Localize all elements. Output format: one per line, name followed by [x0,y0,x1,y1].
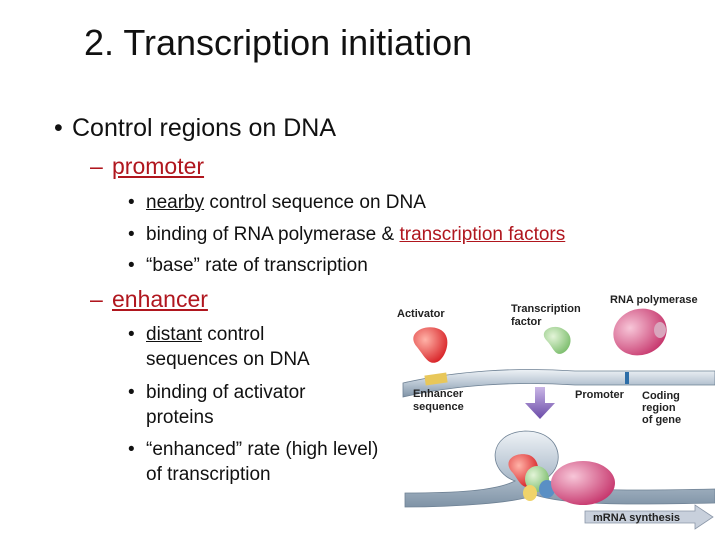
nearby-text: nearby [146,192,205,213]
item-text: binding of RNA polymerase & [146,224,400,245]
rna-polymerase-protein [613,308,667,356]
subheading-enhancer: –enhancer [90,286,208,313]
slide-title: 2. Transcription initiation [84,22,473,63]
tf-label-1: Transcription [511,303,581,315]
bullet-marker: • [128,382,135,403]
item-text: control sequence on DNA [204,192,426,213]
polymerase-lobe [654,322,666,338]
bullet-marker: • [128,192,135,213]
item-text: binding of activator [146,382,306,403]
item-text-cont: sequences on DNA [146,349,310,370]
item-text: control [201,324,265,345]
coding-label-1: Coding [642,390,680,402]
enhancer-label[interactable]: enhancer [112,286,208,312]
dash-marker: – [90,286,103,312]
promoter-label-fig: Promoter [575,389,625,401]
enhancer-item-1: • distant control sequences on DNA [128,322,310,372]
promoter-item-3: • “base” rate of transcription [128,253,368,278]
bullet-text: Control regions on DNA [72,114,337,142]
activator-label: Activator [397,308,445,320]
item-text-cont: of transcription [146,464,271,485]
transcription-factors-link[interactable]: transcription factors [399,224,566,245]
activator-protein [413,327,448,363]
enhancer-item-2: • binding of activator proteins [128,380,306,430]
bound-rna-polymerase [551,461,615,505]
item-text-cont: proteins [146,407,214,428]
dna-strand [402,369,715,398]
item-text: “enhanced” rate (high level) [146,439,379,460]
item-text: “base” rate of transcription [146,255,368,276]
transcription-factor-protein [543,326,571,354]
bullet-marker: • [128,224,135,245]
bullet-marker: • [54,114,63,142]
enhancer-sequence-segment [424,372,448,386]
promoter-item-1: • nearby control sequence on DNA [128,190,426,215]
mrna-label: mRNA synthesis [593,512,680,524]
down-arrow-icon [525,387,555,419]
rnap-label: RNA polymerase [610,294,698,306]
distant-text: distant [146,324,202,345]
promoter-marker [625,372,629,384]
bound-tf-yellow [523,485,537,501]
transcription-initiation-diagram: Activator Transcription factor RNA polym… [397,294,715,530]
bullet-marker: • [128,439,135,460]
promoter-item-2: • binding of RNA polymerase & transcripti… [128,222,565,247]
coding-label-2: region [642,402,676,414]
dash-marker: – [90,153,103,179]
tf-label-2: factor [511,316,542,328]
coding-label-3: of gene [642,414,681,426]
enhancer-label-1: Enhancer [413,388,464,400]
promoter-label[interactable]: promoter [112,153,205,179]
bullet-marker: • [128,324,135,345]
mrna-synthesis-arrow [584,504,714,530]
bound-tf-blue [539,480,555,498]
subheading-promoter: –promoter [90,153,204,180]
bullet-control-regions: • Control regions on DNA [54,114,336,143]
enhancer-label-2: sequence [413,401,464,413]
enhancer-item-3: • “enhanced” rate (high level) of transcr… [128,437,378,487]
bullet-marker: • [128,255,135,276]
